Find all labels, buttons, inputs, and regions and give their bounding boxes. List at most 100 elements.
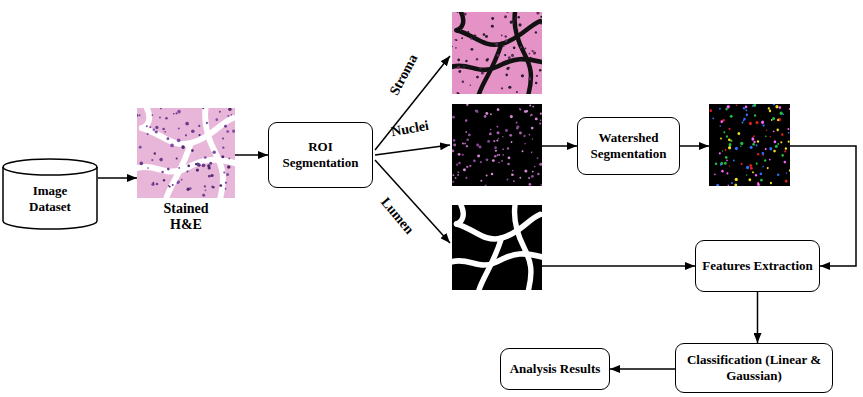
cell-dot	[177, 180, 180, 183]
cell-dot	[170, 144, 174, 148]
cell-dot	[730, 115, 733, 118]
cell-dot	[463, 168, 466, 171]
cell-dot	[455, 47, 457, 49]
cell-dot	[741, 163, 743, 165]
cell-dot	[746, 166, 749, 170]
cell-dot	[534, 166, 536, 168]
cell-dot	[494, 146, 497, 149]
cell-dot	[519, 108, 521, 110]
branch-label: Nuclei	[390, 118, 430, 140]
cell-dot	[153, 182, 155, 184]
cell-dot	[452, 150, 455, 153]
cell-dot	[512, 170, 514, 172]
tissue-channel	[457, 205, 464, 224]
cell-dot	[453, 143, 456, 146]
cell-dot	[783, 113, 785, 115]
cell-dot	[149, 126, 151, 128]
cell-dot	[178, 167, 180, 169]
cell-dot	[466, 104, 468, 106]
cell-dot	[734, 183, 737, 186]
image-thumbnail: Stained H&E	[137, 108, 235, 233]
cell-dot	[491, 173, 494, 176]
cell-dot	[521, 74, 524, 77]
cell-dot	[531, 127, 534, 130]
cell-dot	[466, 139, 468, 142]
cell-dot	[719, 152, 721, 154]
cell-dot	[458, 162, 460, 165]
cell-dot	[540, 16, 542, 18]
cell-dot	[226, 173, 229, 176]
cell-dot	[198, 134, 200, 136]
process-box: Features Extraction	[695, 240, 820, 292]
cell-dot	[749, 122, 752, 125]
cell-dot	[455, 177, 457, 179]
cell-dot	[729, 128, 731, 130]
cell-dot	[492, 159, 495, 162]
cell-dot	[211, 174, 214, 177]
cell-dot	[456, 164, 458, 166]
cell-dot	[763, 154, 764, 156]
cell-dot	[510, 21, 513, 24]
flow-arrow	[98, 177, 137, 179]
cell-dot	[468, 134, 471, 137]
cell-dot	[785, 180, 788, 183]
cell-dot	[506, 67, 509, 70]
cell-dot	[502, 136, 504, 138]
tissue-channel	[205, 108, 223, 198]
cell-dot	[720, 137, 722, 139]
cell-dot	[777, 119, 779, 121]
cell-dot	[777, 143, 779, 145]
cell-dot	[539, 69, 542, 72]
cell-dot	[767, 167, 769, 169]
cell-dot	[202, 163, 206, 167]
cell-dot	[753, 141, 755, 144]
cell-dot	[490, 113, 492, 115]
cell-dot	[513, 180, 515, 182]
cell-dot	[510, 115, 513, 118]
cell-dot	[757, 153, 759, 156]
cell-dot	[458, 153, 461, 156]
cell-dot	[505, 35, 507, 37]
cell-dot	[181, 145, 185, 149]
cell-dot	[503, 45, 505, 47]
cell-dot	[467, 31, 469, 33]
cell-dot	[720, 120, 723, 123]
cell-dot	[726, 172, 728, 174]
cell-dot	[501, 35, 503, 37]
tissue-channel	[457, 21, 541, 45]
cell-dot	[464, 13, 467, 16]
cell-dot	[505, 129, 508, 132]
cell-dot	[206, 122, 208, 124]
cell-dot	[727, 105, 730, 109]
cell-dot	[532, 106, 534, 108]
cell-dot	[770, 182, 772, 184]
cell-dot	[777, 173, 779, 176]
image-ground	[452, 205, 542, 290]
cell-dot	[181, 179, 183, 181]
cell-dot	[159, 158, 163, 162]
process-box: Analysis Results	[500, 348, 610, 390]
cell-dot	[756, 144, 758, 146]
cell-dot	[155, 130, 158, 133]
cell-dot	[740, 146, 741, 147]
image-ground	[452, 104, 542, 186]
cell-dot	[481, 71, 484, 74]
cell-dot	[162, 128, 165, 131]
cell-dot	[736, 104, 737, 106]
cell-dot	[485, 112, 488, 115]
cell-dot	[537, 157, 539, 159]
cell-dot	[720, 164, 722, 166]
cell-dot	[522, 150, 524, 152]
branch-label: Stroma	[387, 52, 422, 98]
cell-dot	[167, 168, 170, 171]
cell-dot	[497, 131, 500, 134]
cell-dot	[486, 158, 489, 161]
cell-dot	[540, 184, 542, 186]
cell-dot	[789, 108, 791, 110]
cell-dot	[719, 125, 721, 127]
cell-dot	[750, 167, 753, 170]
cell-dot	[215, 118, 218, 121]
cell-dot	[486, 58, 489, 61]
flow-arrow	[542, 265, 695, 267]
